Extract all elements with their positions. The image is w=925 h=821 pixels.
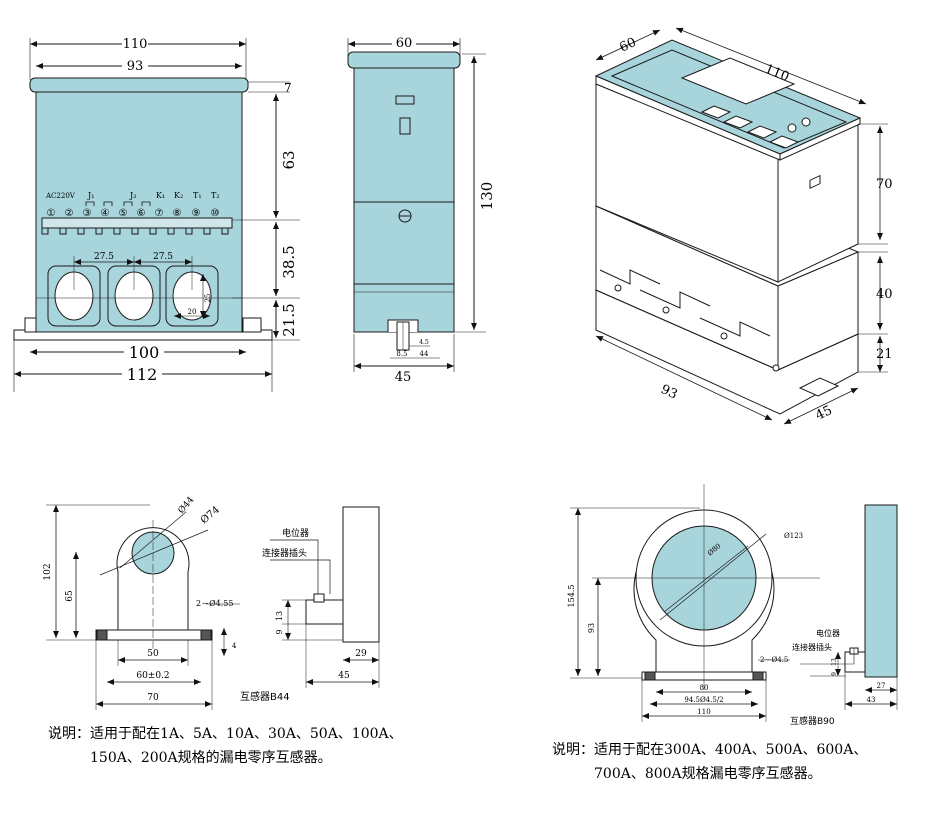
- terminal-teeth: [41, 228, 229, 235]
- b44-note-line1: 说明：适用于配在1A、5A、10A、30A、50A、100A、: [48, 726, 403, 742]
- terminal-k1: K₁: [156, 191, 165, 200]
- b44-dim-d44: Ø44: [176, 494, 197, 516]
- dim-45: 45: [395, 370, 412, 385]
- dim-27-5-a: 27.5: [94, 252, 114, 262]
- b90-dim-hole: 2－Ø4.5: [760, 656, 788, 664]
- side-lid: [347, 51, 461, 69]
- b44-dim-70: 70: [147, 693, 159, 703]
- terminal-num-1: ①: [47, 208, 56, 219]
- b44-dim-4: 4: [232, 642, 237, 650]
- dim-110: 110: [123, 37, 148, 52]
- terminal-strip: [41, 217, 233, 229]
- b90-dim-d123: Ø123: [784, 532, 803, 540]
- b44-note-line2: 150A、200A规格的漏电零序互感器。: [90, 750, 332, 766]
- b44-side: [342, 506, 380, 643]
- front-view-labels: 110 93 7 63 38.5 21.5 100 112 27.5 27.5 …: [45, 36, 298, 384]
- iso-dim-93: 93: [658, 382, 679, 403]
- dim-44: 44: [420, 350, 429, 358]
- b90-dim-43: 43: [867, 696, 876, 704]
- iso-dim-60: 60: [617, 35, 638, 56]
- front-lid: [29, 77, 249, 93]
- dim-100: 100: [129, 343, 160, 362]
- iso-view-labels: 60 110 70 40 21 93 45: [617, 35, 892, 424]
- b44-labels: Ø44 Ø74 102 65 2－Ø4.55 4 50 60±0.2 70 13…: [43, 494, 367, 703]
- terminal-num-10: ⑩: [211, 208, 220, 219]
- terminal-num-7: ⑦: [155, 208, 164, 219]
- side-switch: [399, 117, 411, 135]
- b90-note-line1: 说明：适用于配在300A、400A、500A、600A、: [552, 742, 868, 758]
- iso-dim-45: 45: [813, 403, 834, 424]
- terminal-ac220v: AC220V: [45, 192, 76, 200]
- b90-side: [864, 504, 898, 678]
- terminal-t2: T₂: [211, 191, 220, 200]
- terminal-num-2: ②: [65, 208, 74, 219]
- terminal-t1: T₁: [193, 191, 202, 200]
- b44-note: 说明：适用于配在1A、5A、10A、30A、50A、100A、 150A、200…: [48, 722, 403, 770]
- b44-label-pot: 电位器: [282, 527, 309, 539]
- b44-dim-102: 102: [43, 563, 53, 580]
- dim-4-5: 4.5: [419, 339, 429, 346]
- side-view: [347, 38, 486, 372]
- b90-labels: Ø80 Ø123 154.5 93 2－Ø4.5 80 94.5Ø4.5/2 1…: [567, 532, 885, 727]
- b44-dim-13: 13: [275, 611, 284, 621]
- terminal-num-5: ⑤: [119, 208, 128, 219]
- b44-dim-29: 29: [355, 649, 367, 659]
- b90-label-model: 互感器B90: [790, 715, 835, 727]
- b90-dim-27: 27: [877, 682, 886, 690]
- b90-dim-93: 93: [587, 623, 596, 633]
- b90-label-conn: 连接器插头: [792, 642, 832, 652]
- front-view: [13, 38, 300, 392]
- b44-label-conn: 连接器插头: [262, 547, 307, 559]
- dim-21-5: 21.5: [280, 303, 298, 336]
- terminal-num-3: ③: [83, 208, 92, 219]
- terminal-num-9: ⑨: [192, 208, 201, 219]
- dim-27-5-b: 27.5: [153, 252, 173, 262]
- b44-dim-65: 65: [65, 590, 75, 602]
- iso-dim-40: 40: [876, 287, 893, 302]
- transformer-b90: [570, 484, 898, 722]
- b44-dim-d74: Ø74: [199, 504, 222, 526]
- b90-label-pot: 电位器: [816, 628, 840, 638]
- iso-dim-70: 70: [876, 177, 893, 192]
- dim-7: 7: [284, 81, 292, 95]
- dim-60: 60: [396, 36, 413, 51]
- dim-112: 112: [127, 365, 158, 384]
- b44-dim-60: 60±0.2: [136, 671, 169, 681]
- dim-8-5: 8.5: [396, 350, 407, 358]
- terminal-j1: J₁: [87, 191, 94, 200]
- b90-note-line2: 700A、800A规格漏电零序互感器。: [594, 766, 822, 782]
- b90-dim-pitch: 94.5Ø4.5/2: [684, 696, 723, 704]
- iso-dim-21: 21: [876, 347, 893, 362]
- dim-63: 63: [280, 150, 298, 169]
- b90-dim-80: 80: [700, 684, 709, 692]
- dim-hole-h: 25: [204, 294, 212, 303]
- terminal-num-6: ⑥: [137, 208, 146, 219]
- dim-38-5: 38.5: [280, 245, 298, 278]
- side-view-labels: 60 130 45 8.5 44 4.5: [390, 35, 496, 385]
- dim-93: 93: [127, 59, 144, 74]
- terminal-num-4: ④: [101, 208, 110, 219]
- b90-dim-9: 9: [831, 672, 838, 676]
- b44-dim-50: 50: [147, 649, 159, 659]
- b90-dim-154-5: 154.5: [567, 585, 576, 608]
- b90-dim-13: 13: [831, 658, 838, 666]
- b90-dim-110: 110: [697, 708, 710, 716]
- terminal-k2: K₂: [174, 191, 183, 200]
- terminal-num-8: ⑧: [173, 208, 182, 219]
- b90-note: 说明：适用于配在300A、400A、500A、600A、 700A、800A规格…: [552, 738, 867, 786]
- b44-dim-45: 45: [338, 671, 350, 681]
- dim-130: 130: [478, 182, 496, 211]
- transformer-b44: [46, 504, 380, 710]
- dim-hole-w: 20: [188, 308, 197, 316]
- b44-dim-9: 9: [275, 629, 284, 634]
- side-indicator: [395, 95, 415, 105]
- isometric-view: [594, 27, 888, 425]
- b44-dim-hole: 2－Ø4.55: [196, 599, 233, 608]
- b44-label-model: 互感器B44: [240, 690, 290, 703]
- terminal-j2: J₂: [129, 191, 136, 200]
